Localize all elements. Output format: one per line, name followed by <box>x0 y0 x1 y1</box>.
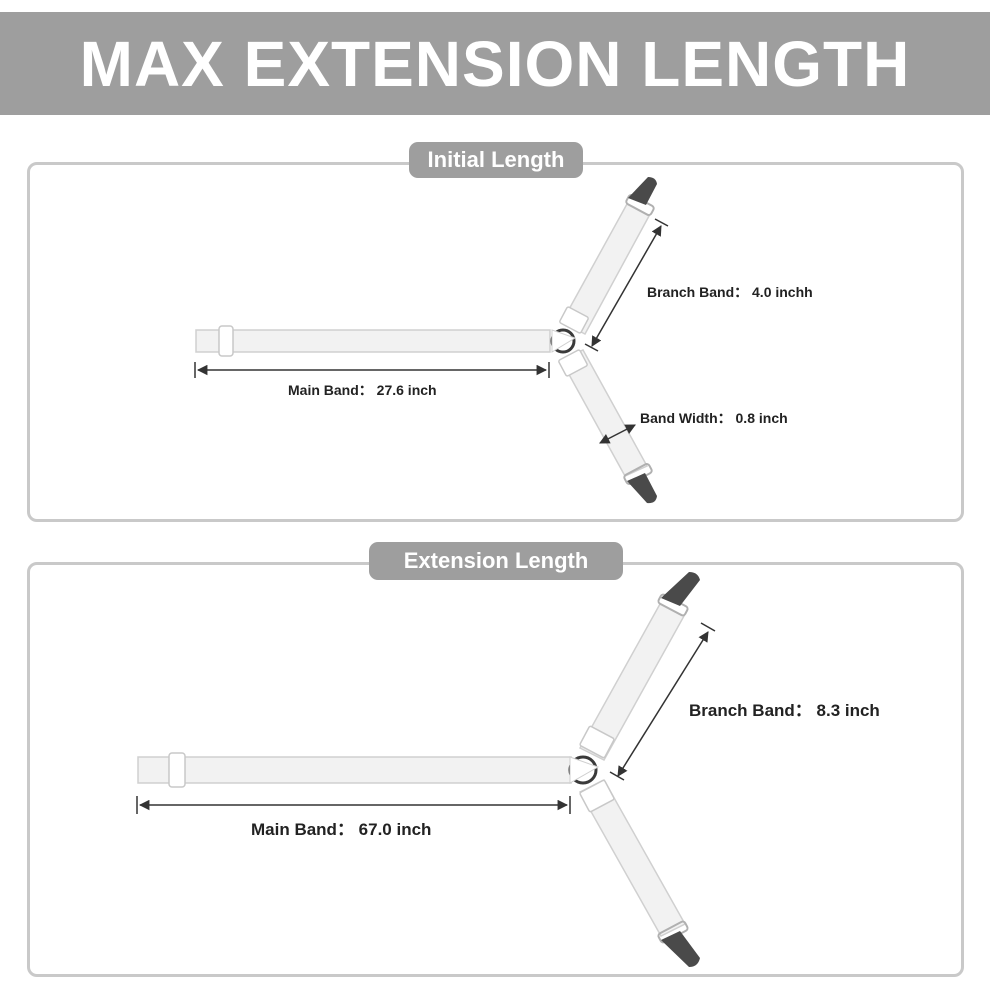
lower-clip <box>627 473 657 504</box>
band-width-arrow <box>599 424 636 444</box>
initial-measurements <box>194 218 669 444</box>
ext-branch-band-tick-top <box>700 622 716 632</box>
ext-center-connector <box>569 756 600 784</box>
ext-main-band-label: Main Band： 67.0 inch <box>251 820 431 839</box>
initial-main-band-label: Main Band： 27.6 inch <box>288 382 437 398</box>
branch-band-tick-top <box>654 218 669 227</box>
initial-band-width-label: Band Width： 0.8 inch <box>640 410 788 426</box>
slider-buckle <box>218 325 234 357</box>
ext-upper-branch-buckle <box>579 725 615 759</box>
ext-main-band <box>137 756 572 784</box>
ext-lower-clip <box>661 931 700 967</box>
ext-branch-band-label: Branch Band： 8.3 inch <box>689 701 880 720</box>
banner-title: MAX EXTENSION LENGTH <box>79 27 911 100</box>
ext-branch-band-tick-bottom <box>609 771 625 781</box>
lower-branch-buckle <box>558 349 588 377</box>
ext-lower-branch-buckle <box>579 779 615 813</box>
upper-clip <box>628 177 657 205</box>
initial-length-heading: Initial Length <box>409 142 583 178</box>
ext-slider-buckle <box>168 752 186 788</box>
center-connector <box>551 329 577 353</box>
ext-branch-band-arrow <box>617 631 709 777</box>
extension-strap <box>137 572 700 967</box>
title-banner: MAX EXTENSION LENGTH <box>0 12 990 115</box>
ext-upper-clip <box>661 572 700 606</box>
initial-length-panel <box>27 162 964 522</box>
extension-length-heading: Extension Length <box>369 542 623 580</box>
initial-branch-band-label: Branch Band： 4.0 inchh <box>647 284 813 300</box>
main-band <box>195 329 551 353</box>
branch-band-arrow <box>591 225 662 347</box>
upper-branch-buckle <box>559 306 589 334</box>
branch-band-tick-bottom <box>584 343 599 352</box>
extension-measurements <box>136 622 716 814</box>
initial-strap <box>195 177 657 504</box>
